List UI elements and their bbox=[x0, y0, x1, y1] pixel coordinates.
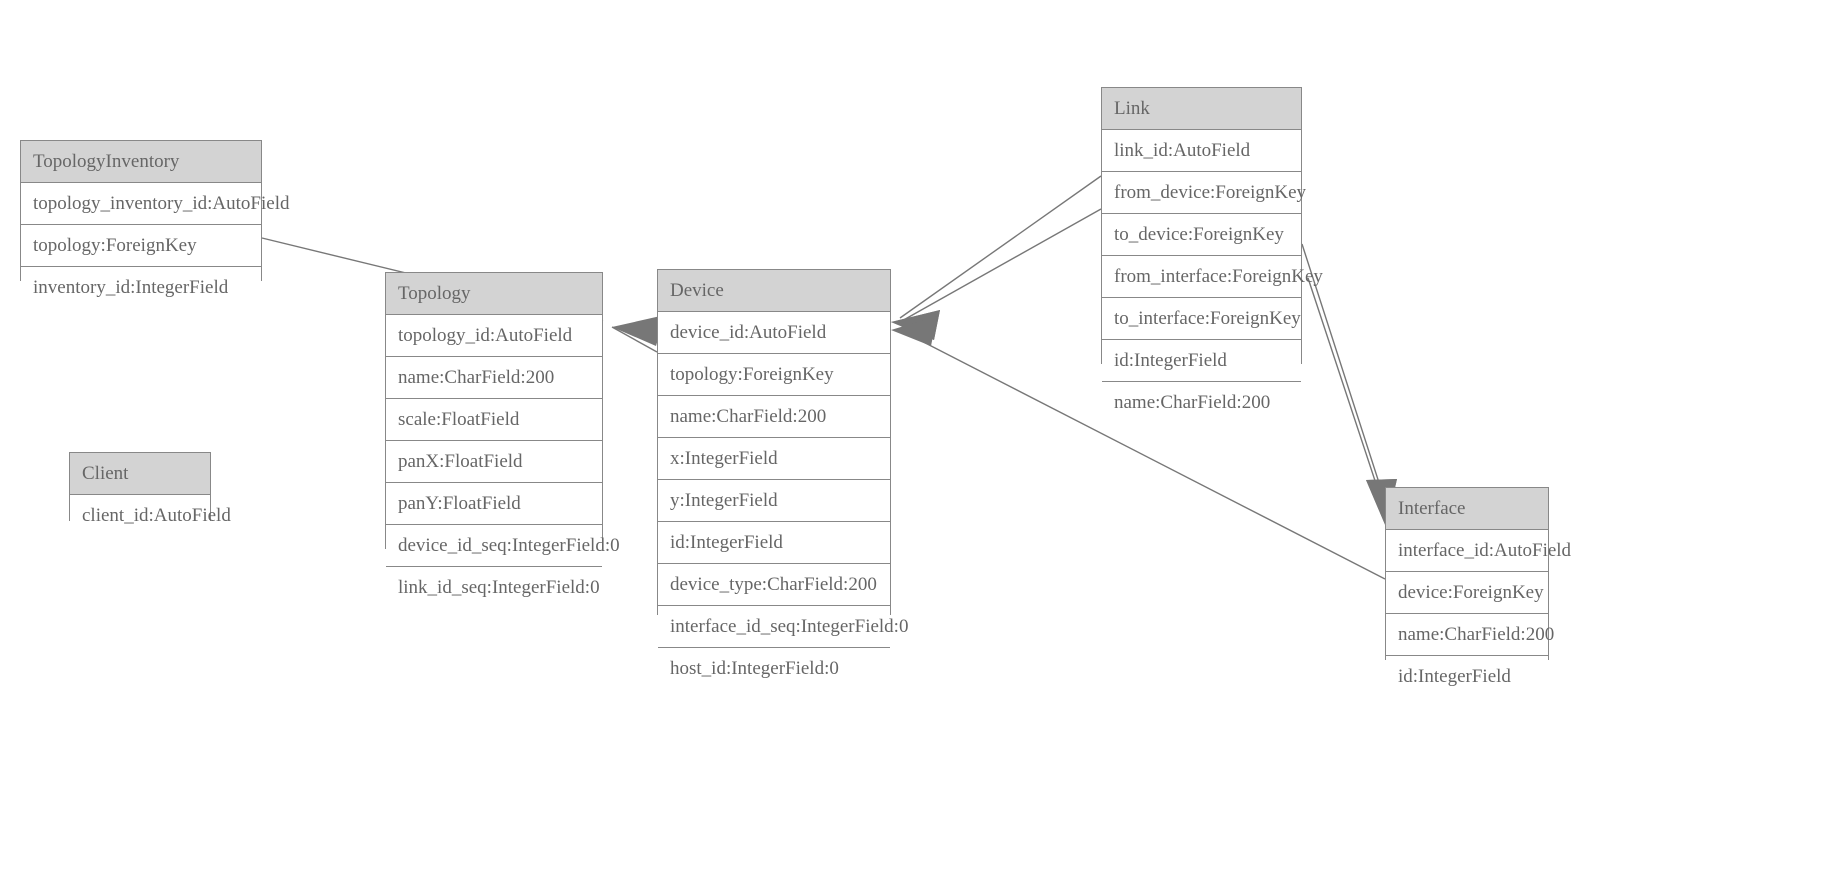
entity-field-row: link_id_seq:IntegerField:0 bbox=[386, 567, 602, 608]
entity-field-row: host_id:IntegerField:0 bbox=[658, 648, 890, 689]
entity-field-row: link_id:AutoField bbox=[1102, 130, 1301, 172]
entity-field-row: panX:FloatField bbox=[386, 441, 602, 483]
entity-field-row: x:IntegerField bbox=[658, 438, 890, 480]
entity-field-row: inventory_id:IntegerField bbox=[21, 267, 261, 308]
entity-field-row: name:CharField:200 bbox=[1102, 382, 1301, 423]
entity-title-topology: Topology bbox=[386, 273, 602, 315]
entity-field-row: y:IntegerField bbox=[658, 480, 890, 522]
entity-title-interface: Interface bbox=[1386, 488, 1548, 530]
entity-field-row: id:IntegerField bbox=[658, 522, 890, 564]
relationship-line bbox=[611, 326, 658, 353]
relationship-line bbox=[899, 208, 1102, 323]
entity-field-row: name:CharField:200 bbox=[1386, 614, 1554, 656]
entity-title-device: Device bbox=[658, 270, 890, 312]
entity-field-row: topology_id:AutoField bbox=[386, 315, 602, 357]
entity-field-row: client_id:AutoField bbox=[70, 495, 231, 536]
relationship-line bbox=[1307, 277, 1390, 524]
entity-field-row: device:ForeignKey bbox=[1386, 572, 1548, 614]
entity-field-row: device_id:AutoField bbox=[658, 312, 890, 354]
entity-field-row: to_device:ForeignKey bbox=[1102, 214, 1301, 256]
entity-field-row: topology:ForeignKey bbox=[21, 225, 261, 267]
entity-field-row: from_interface:ForeignKey bbox=[1102, 256, 1323, 298]
entity-title-topology-inventory: TopologyInventory bbox=[21, 141, 261, 183]
entity-field-row: name:CharField:200 bbox=[658, 396, 890, 438]
arrowhead-icon bbox=[891, 310, 940, 340]
entity-field-row: interface_id:AutoField bbox=[1386, 530, 1571, 572]
entity-field-row: to_interface:ForeignKey bbox=[1102, 298, 1301, 340]
relationship-link-to-interface-to-interface bbox=[1307, 277, 1397, 527]
entity-field-row: device_type:CharField:200 bbox=[658, 564, 890, 606]
entity-field-row: id:IntegerField bbox=[1102, 340, 1301, 382]
relationship-link-from-device-to-device bbox=[891, 175, 1102, 340]
entity-field-row: topology:ForeignKey bbox=[658, 354, 890, 396]
entity-field-row: topology_inventory_id:AutoField bbox=[21, 183, 290, 225]
entity-title-link: Link bbox=[1102, 88, 1301, 130]
relationship-line bbox=[899, 175, 1102, 319]
entity-field-row: scale:FloatField bbox=[386, 399, 602, 441]
entity-field-row: panY:FloatField bbox=[386, 483, 602, 525]
entity-field-row: name:CharField:200 bbox=[386, 357, 602, 399]
arrowhead-icon bbox=[891, 316, 937, 346]
arrowhead-icon bbox=[891, 310, 940, 340]
entity-field-row: id:IntegerField bbox=[1386, 656, 1548, 697]
entity-field-row: interface_id_seq:IntegerField:0 bbox=[658, 606, 908, 648]
entity-title-client: Client bbox=[70, 453, 210, 495]
entity-field-row: device_id_seq:IntegerField:0 bbox=[386, 525, 620, 567]
relationship-link-to-device-to-device bbox=[891, 208, 1102, 340]
entity-field-row: from_device:ForeignKey bbox=[1102, 172, 1306, 214]
